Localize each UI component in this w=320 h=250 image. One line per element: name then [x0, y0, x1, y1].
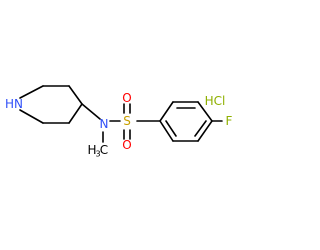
salt-label: HCl	[205, 94, 226, 108]
atom-s-label: S	[123, 114, 131, 128]
sulfonyl-bonds	[123, 103, 131, 140]
bond-ar6	[159, 120, 174, 142]
benzene-ring	[159, 101, 213, 142]
bond-nh-c1	[19, 85, 44, 99]
methyl-h: H	[87, 143, 96, 157]
chemical-structure: HN N S O O F H 3 C HCl	[5, 85, 233, 159]
bond-c5-nh	[19, 109, 44, 124]
bond-c3-c4	[68, 103, 83, 124]
bond-ar3	[197, 101, 213, 122]
bond-ar-inner-2	[194, 120, 207, 137]
atom-nh-label: HN	[5, 97, 23, 111]
atom-n-label: N	[100, 117, 109, 131]
piperidine-ring	[19, 85, 83, 124]
methyl-group-label: H 3 C	[87, 143, 108, 159]
bond-ar4	[197, 120, 213, 142]
bond-c3-n	[81, 103, 101, 120]
bond-ar-inner-3	[165, 120, 177, 137]
methyl-subscript: 3	[95, 150, 100, 159]
atom-f-label: F	[226, 114, 233, 128]
bond-c2-c3	[68, 85, 83, 105]
atom-o-bottom-label: O	[122, 138, 131, 152]
atom-o-top-label: O	[122, 91, 131, 105]
methyl-c: C	[100, 143, 108, 157]
bond-ar1	[159, 101, 174, 122]
